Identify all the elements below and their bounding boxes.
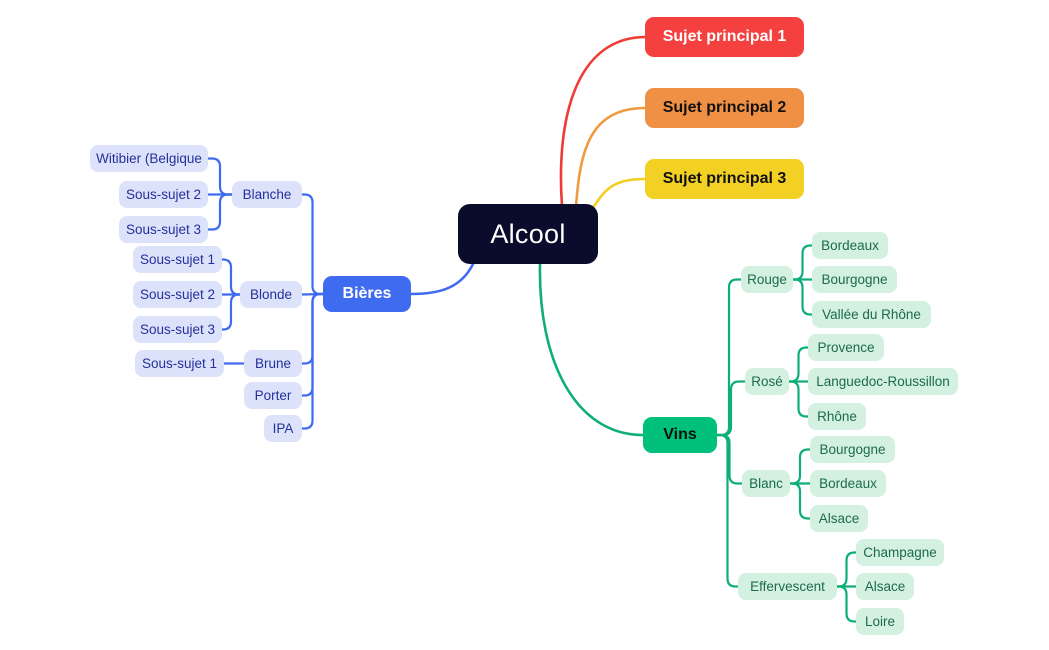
node-blanche-s3[interactable]: Sous-sujet 3 xyxy=(119,216,208,243)
edge-blonde-blonde-s3 xyxy=(220,293,242,331)
node-label: Vallée du Rhône xyxy=(822,307,921,322)
node-blanc-bourgogne[interactable]: Bourgogne xyxy=(810,436,895,463)
node-label: Alsace xyxy=(818,511,860,526)
node-rose-languedoc[interactable]: Languedoc-Roussillon xyxy=(808,368,958,395)
node-blanche[interactable]: Blanche xyxy=(232,181,302,208)
edge-blanche-witbier xyxy=(206,157,234,196)
node-label: Porter xyxy=(254,388,292,403)
node-eff-loire[interactable]: Loire xyxy=(856,608,904,635)
node-label: Sous-sujet 2 xyxy=(125,187,202,202)
node-eff-champagne[interactable]: Champagne xyxy=(856,539,944,566)
node-label: Bourgogne xyxy=(819,442,886,457)
edge-blonde-blonde-s1 xyxy=(220,258,242,296)
node-label: Bourgogne xyxy=(821,272,888,287)
node-rouge-bourgogne[interactable]: Bourgogne xyxy=(812,266,897,293)
node-ipa[interactable]: IPA xyxy=(264,415,302,442)
node-label: Blanche xyxy=(242,187,292,202)
node-sujet3[interactable]: Sujet principal 3 xyxy=(645,159,804,199)
node-rose-provence[interactable]: Provence xyxy=(808,334,884,361)
node-rose-rhone[interactable]: Rhône xyxy=(808,403,866,430)
edge-bieres-blonde xyxy=(300,292,325,296)
node-porter[interactable]: Porter xyxy=(244,382,302,409)
node-blanc-alsace[interactable]: Alsace xyxy=(810,505,868,532)
node-label: Sujet principal 1 xyxy=(662,28,787,45)
edge-bieres-blanche xyxy=(300,193,325,296)
node-label: Sous-sujet 3 xyxy=(139,322,216,337)
node-rose[interactable]: Rosé xyxy=(745,368,789,395)
edge-vins-effervescent xyxy=(715,433,740,588)
node-root-alcool[interactable]: Alcool xyxy=(458,204,598,264)
node-label: Sujet principal 3 xyxy=(662,170,787,187)
node-blonde-s1[interactable]: Sous-sujet 1 xyxy=(133,246,222,273)
node-sujet1[interactable]: Sujet principal 1 xyxy=(645,17,804,57)
node-label: Bières xyxy=(342,285,392,302)
node-label: Brune xyxy=(254,356,292,371)
node-label: Rhône xyxy=(817,409,857,424)
node-label: Rouge xyxy=(747,272,787,287)
node-brune-s1[interactable]: Sous-sujet 1 xyxy=(135,350,224,377)
edge-bieres-porter xyxy=(300,292,325,397)
node-bieres[interactable]: Bières xyxy=(323,276,411,312)
node-rouge-bordeaux[interactable]: Bordeaux xyxy=(812,232,888,259)
node-label: Sujet principal 2 xyxy=(662,99,787,116)
node-label: Alsace xyxy=(864,579,906,594)
edge-blanche-blanche-s3 xyxy=(206,193,234,231)
node-label: Sous-sujet 3 xyxy=(125,222,202,237)
edge-blanc-blanc-bourgogne xyxy=(788,448,812,485)
edge-vins-rose xyxy=(715,380,747,437)
edge-root-sujet2 xyxy=(574,106,647,209)
node-witbier[interactable]: Witibier (Belgique xyxy=(90,145,208,172)
node-label: Champagne xyxy=(863,545,937,560)
node-label: Bordeaux xyxy=(821,238,879,253)
node-label: Sous-sujet 1 xyxy=(141,356,218,371)
node-rouge[interactable]: Rouge xyxy=(741,266,793,293)
node-blanc[interactable]: Blanc xyxy=(742,470,790,497)
node-label: Witibier (Belgique xyxy=(96,151,202,166)
node-label: Alcool xyxy=(490,218,566,249)
node-label: Provence xyxy=(817,340,875,355)
edge-bieres-brune xyxy=(300,292,325,365)
node-label: Bordeaux xyxy=(819,476,877,491)
edge-rouge-rouge-rhone xyxy=(791,278,814,316)
edge-root-vins xyxy=(538,262,645,437)
node-effervescent[interactable]: Effervescent xyxy=(738,573,837,600)
node-label: Loire xyxy=(864,614,896,629)
node-label: Vins xyxy=(663,426,697,443)
node-label: Effervescent xyxy=(750,579,825,594)
node-rouge-rhone[interactable]: Vallée du Rhône xyxy=(812,301,931,328)
edge-rouge-rouge-bordeaux xyxy=(791,244,814,281)
node-label: IPA xyxy=(272,421,294,436)
edge-rose-rose-provence xyxy=(787,346,810,383)
node-sujet2[interactable]: Sujet principal 2 xyxy=(645,88,804,128)
node-label: Sous-sujet 2 xyxy=(139,287,216,302)
node-vins[interactable]: Vins xyxy=(643,417,717,453)
node-brune[interactable]: Brune xyxy=(244,350,302,377)
node-eff-alsace[interactable]: Alsace xyxy=(856,573,914,600)
edge-vins-blanc xyxy=(715,433,744,485)
node-blanche-s2[interactable]: Sous-sujet 2 xyxy=(119,181,208,208)
edge-blanc-blanc-alsace xyxy=(788,482,812,520)
edge-vins-rouge xyxy=(715,278,743,437)
node-label: Languedoc-Roussillon xyxy=(816,374,950,389)
edge-bieres-ipa xyxy=(300,292,325,430)
edge-effervescent-eff-champagne xyxy=(835,551,858,588)
edge-root-sujet3 xyxy=(590,177,647,211)
node-label: Blanc xyxy=(749,476,783,491)
node-label: Rosé xyxy=(751,374,783,389)
edge-root-bieres xyxy=(409,260,476,296)
node-label: Sous-sujet 1 xyxy=(139,252,216,267)
node-blonde-s2[interactable]: Sous-sujet 2 xyxy=(133,281,222,308)
node-blanc-bordeaux[interactable]: Bordeaux xyxy=(810,470,886,497)
node-label: Blonde xyxy=(249,287,293,302)
edge-rose-rose-rhone xyxy=(787,380,810,418)
edge-root-sujet1 xyxy=(559,35,647,208)
node-blonde[interactable]: Blonde xyxy=(240,281,302,308)
edge-effervescent-eff-loire xyxy=(835,585,858,623)
node-blonde-s3[interactable]: Sous-sujet 3 xyxy=(133,316,222,343)
